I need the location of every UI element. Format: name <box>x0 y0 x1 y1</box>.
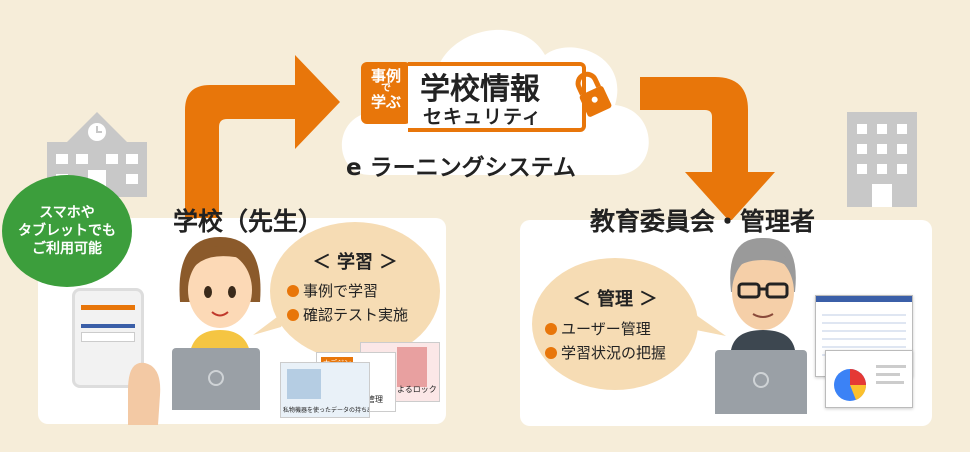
arrow-icon-right <box>640 77 775 222</box>
laptop-left <box>172 348 260 410</box>
pie-chart-icon <box>834 365 906 401</box>
device-note-badge: スマホや タブレットでも ご利用可能 <box>2 175 132 287</box>
management-item-1-label: ユーザー管理 <box>561 320 651 338</box>
arrow-icon <box>185 55 340 225</box>
device-note-line3: ご利用可能 <box>32 241 102 257</box>
learning-item-2: 確認テスト実施 <box>287 304 408 325</box>
thumbnail-3-caption: よるロック <box>397 385 437 394</box>
management-item-2: 学習状況の把握 <box>545 342 666 363</box>
logo-badge-line2: で <box>381 83 391 94</box>
hand-icon <box>128 362 161 425</box>
report-chart-screen <box>825 350 913 408</box>
lock-icon <box>575 71 612 117</box>
management-bubble <box>532 258 698 390</box>
bullet-dot <box>287 284 299 297</box>
office-building-icon <box>847 112 917 207</box>
teacher-avatar <box>179 237 261 352</box>
management-item-1: ユーザー管理 <box>545 318 651 339</box>
tablet-device <box>72 288 144 388</box>
logo-badge: 事例 で 学ぶ <box>361 62 411 124</box>
management-item-2-label: 学習状況の把握 <box>561 344 667 362</box>
system-name: e ラーニングシステム <box>346 155 576 181</box>
learning-item-2-label: 確認テスト実施 <box>303 306 409 324</box>
bubble-tail-right <box>686 308 726 336</box>
laptop-right <box>715 350 807 414</box>
logo-badge-line1: 事例 <box>370 67 401 85</box>
thumbnail-1-caption: 私物機器を使ったデータの持ち出し <box>283 407 369 414</box>
bullet-dot <box>545 322 557 335</box>
device-note-line2: タブレットでも <box>18 223 116 239</box>
admin-avatar <box>730 237 796 350</box>
logo-title: 学校情報 <box>420 72 540 107</box>
logo-badge-line3: 学ぶ <box>370 93 401 111</box>
device-note-line1: スマホや <box>39 205 95 221</box>
bubble-tail <box>253 305 293 335</box>
board-title: 教育委員会・管理者 <box>590 207 816 236</box>
learning-item-1: 事例で学習 <box>287 280 378 301</box>
thumbnail-card-1: 私物機器を使ったデータの持ち出し <box>280 362 370 418</box>
management-heading: ＜ 管理 ＞ <box>572 289 658 310</box>
learning-heading: ＜ 学習 ＞ <box>312 252 398 273</box>
bullet-dot <box>287 308 299 321</box>
logo-subtitle: セキュリティ <box>423 106 542 128</box>
learning-item-1-label: 事例で学習 <box>303 282 379 300</box>
school-title: 学校（先生） <box>173 207 324 236</box>
bullet-dot <box>545 346 557 359</box>
